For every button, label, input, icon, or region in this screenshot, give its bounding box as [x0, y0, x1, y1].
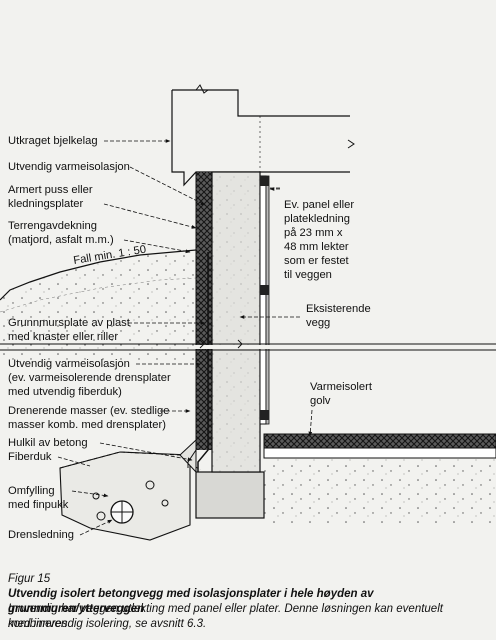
leader-lines	[57, 139, 313, 536]
label-hulkil: Hulkil av betong	[8, 437, 88, 449]
label-grunnmur-2: med knaster eller riller	[8, 331, 118, 343]
label-eksist-1: Eksisterende	[306, 303, 371, 315]
label-utv-varme-1: Utvendig varmeisolasjon	[8, 358, 130, 370]
terrain	[0, 249, 197, 360]
label-grunnmur-1: Grunnmursplate av plast	[8, 317, 131, 329]
figure-caption-line-2: Innvendig har veggen utlekting med panel…	[8, 603, 443, 630]
label-utv-varme-2: (ev. varmeisolerende drensplater	[8, 372, 171, 384]
label-omfylling-2: med finpukk	[8, 499, 69, 511]
existing-wall	[211, 171, 261, 473]
label-utkraget: Utkraget bjelkelag	[8, 135, 98, 147]
label-dren-2: masser komb. med drensplater)	[8, 419, 166, 431]
label-omfylling-1: Omfylling	[8, 485, 55, 497]
foundation-membrane	[197, 252, 209, 472]
drain-zone	[59, 451, 201, 541]
figure-number: Figur 15	[8, 573, 51, 585]
figure-caption-line-1: Utvendig isolert betongvegg med isolasjo…	[8, 588, 374, 615]
label-gulv-2: golv	[310, 395, 331, 407]
label-armert-2: kledningsplater	[8, 198, 84, 210]
label-panel-2: platekledning	[284, 213, 350, 225]
label-terreng-1: Terrengavdekning	[8, 220, 97, 232]
label-utv-varme-top: Utvendig varmeisolasjon	[8, 161, 130, 173]
footing	[195, 471, 265, 519]
label-fiberduk: Fiberduk	[8, 451, 52, 463]
label-utv-varme-3: med utvendig fiberduk)	[8, 386, 122, 398]
label-armert-1: Armert puss eller	[8, 184, 93, 196]
label-panel-5: som er festet	[284, 255, 350, 267]
drain-pipe	[110, 500, 134, 524]
label-gulv-1: Varmeisolert	[310, 381, 373, 393]
label-panel-6: til veggen	[284, 269, 332, 281]
label-dren-1: Drenerende masser (ev. stedlige	[8, 405, 169, 417]
break-lines	[0, 339, 496, 351]
label-eksist-2: vegg	[306, 317, 330, 329]
interior-panel	[259, 175, 270, 425]
label-panel-4: 48 mm lekter	[284, 241, 349, 253]
insulated-floor	[263, 433, 496, 525]
label-panel-3: på 23 mm x	[284, 227, 343, 239]
label-panel-1: Ev. panel eller	[284, 199, 354, 211]
label-terreng-2: (matjord, asfalt m.m.)	[8, 234, 114, 246]
figure-caption-line-3: med innvendig isolering, se avsnitt 6.3.	[8, 618, 207, 630]
cantilevered-floor	[171, 84, 355, 187]
label-drensledning: Drensledning	[8, 529, 74, 541]
